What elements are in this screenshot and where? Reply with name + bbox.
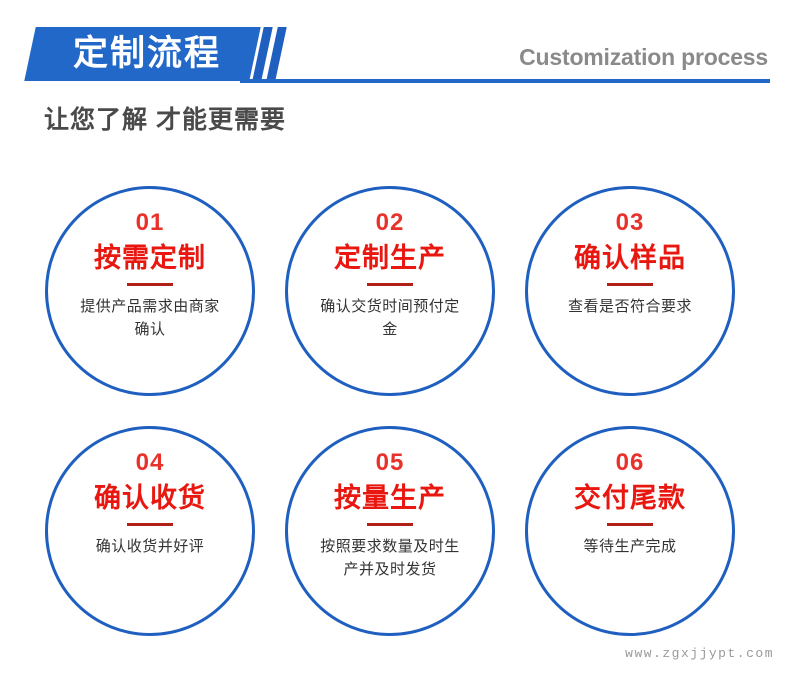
site-watermark: www.zgxjjypt.com [625,646,774,661]
header-english-label: Customization process [519,44,768,70]
step-title: 按需定制 [94,243,206,273]
step-description: 等待生产完成 [583,538,677,556]
step-description: 查看是否符合要求 [567,298,692,316]
step-number: 06 [615,449,645,476]
process-step-grid: 01 按需定制 提供产品需求由商家确认 02 定制生产 确认交货时间预付定金 0… [0,180,790,640]
step-description: 按照要求数量及时生产并及时发货 [320,538,460,579]
process-step-02: 02 定制生产 确认交货时间预付定金 [285,186,495,396]
header-tag-label: 定制流程 [72,34,221,73]
step-divider [367,283,413,287]
page-subtitle: 让您了解 才能更需要 [44,106,286,134]
step-divider [607,523,653,527]
step-number: 04 [135,449,165,476]
step-title: 确认样品 [574,243,686,273]
process-step-06: 06 交付尾款 等待生产完成 [525,426,735,636]
step-divider [367,523,413,527]
process-step-05: 05 按量生产 按照要求数量及时生产并及时发货 [285,426,495,636]
step-divider [607,283,653,287]
step-number: 01 [135,209,165,236]
step-title: 交付尾款 [574,483,686,513]
step-title: 确认收货 [94,483,206,513]
step-title: 按量生产 [334,483,446,513]
step-number: 03 [615,209,645,236]
step-description: 确认交货时间预付定金 [320,298,460,339]
step-divider [127,283,173,287]
step-description: 确认收货并好评 [95,538,205,556]
header-underline [240,79,770,83]
step-number: 02 [375,209,405,236]
step-description: 提供产品需求由商家确认 [80,298,220,339]
process-step-03: 03 确认样品 查看是否符合要求 [525,186,735,396]
process-step-01: 01 按需定制 提供产品需求由商家确认 [45,186,255,396]
step-title: 定制生产 [334,243,446,273]
step-number: 05 [375,449,405,476]
step-divider [127,523,173,527]
process-step-04: 04 确认收货 确认收货并好评 [45,426,255,636]
page-header: 定制流程 Customization process [0,0,790,92]
